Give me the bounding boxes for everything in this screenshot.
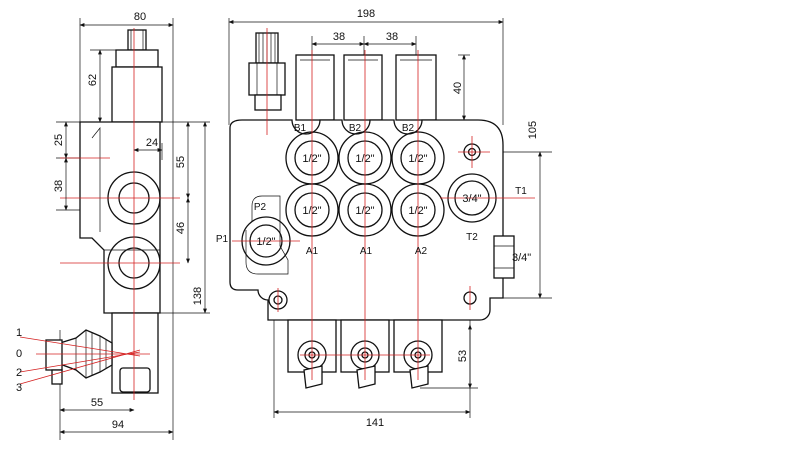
port-label-a1-b: A1 <box>360 246 373 257</box>
port-size-b1: 1/2" <box>302 153 321 165</box>
port-label-a2: A2 <box>415 246 428 257</box>
side-tank-fitting <box>493 235 515 279</box>
port-label-a1-a: A1 <box>306 246 319 257</box>
port-size-a1-b: 1/2" <box>355 205 374 217</box>
dim-cap-height: 40 <box>452 82 464 94</box>
dim-lever-offset: 55 <box>91 397 103 409</box>
lever-position-2: 2 <box>16 367 22 379</box>
stem-body <box>111 66 163 123</box>
dim-section-pitch-1: 38 <box>333 31 345 43</box>
port-label-b1: B1 <box>294 123 307 134</box>
dim-front-width-total: 198 <box>357 8 375 20</box>
dim-lower-pitch: 46 <box>175 222 187 234</box>
dim-body-width: 141 <box>366 417 384 429</box>
dim-side-width-top: 80 <box>134 11 146 23</box>
port-size-b2-b: 1/2" <box>408 153 427 165</box>
port-label-p1: P1 <box>216 234 229 245</box>
port-label-t2: T2 <box>466 232 478 243</box>
spool-cap-3 <box>395 54 437 121</box>
port-size-b2-a: 1/2" <box>355 153 374 165</box>
spool-cap-2 <box>343 54 383 121</box>
port-label-p2: P2 <box>254 202 267 213</box>
port-size-p: 1/2" <box>256 236 275 248</box>
dim-side-width-bottom: 94 <box>112 419 124 431</box>
valve-body <box>229 119 504 321</box>
port-label-b2-b: B2 <box>402 123 415 134</box>
port-size-t-front: 3/4" <box>462 193 481 205</box>
lever-position-3: 3 <box>16 382 22 394</box>
dim-port-depth: 24 <box>146 137 158 149</box>
port-size-a1-a: 1/2" <box>302 205 321 217</box>
dim-height-total: 138 <box>192 287 204 305</box>
stem-housing <box>115 49 159 68</box>
lever-position-1: 1 <box>16 327 22 339</box>
port-size-t-side: 3/4" <box>512 252 531 264</box>
dim-port-offset: 25 <box>53 134 65 146</box>
port-label-t1: T1 <box>515 186 527 197</box>
side-view: 80 62 25 38 24 55 46 138 55 94 1 0 2 3 <box>16 11 210 440</box>
dim-spool-height: 53 <box>457 350 469 362</box>
dim-tank-port-height: 105 <box>527 121 539 139</box>
dim-port-spacing: 38 <box>53 180 65 192</box>
port-size-a2: 1/2" <box>408 205 427 217</box>
dim-section-pitch-2: 38 <box>386 31 398 43</box>
front-view: 198 38 38 40 105 53 141 B1 B2 B2 P2 P1 A… <box>216 8 552 429</box>
port-label-b2-a: B2 <box>349 123 362 134</box>
dim-upper-pitch: 55 <box>175 156 187 168</box>
lever-position-0: 0 <box>16 348 22 360</box>
dim-stem-height: 62 <box>87 74 99 86</box>
spool-cap-1 <box>295 54 335 121</box>
